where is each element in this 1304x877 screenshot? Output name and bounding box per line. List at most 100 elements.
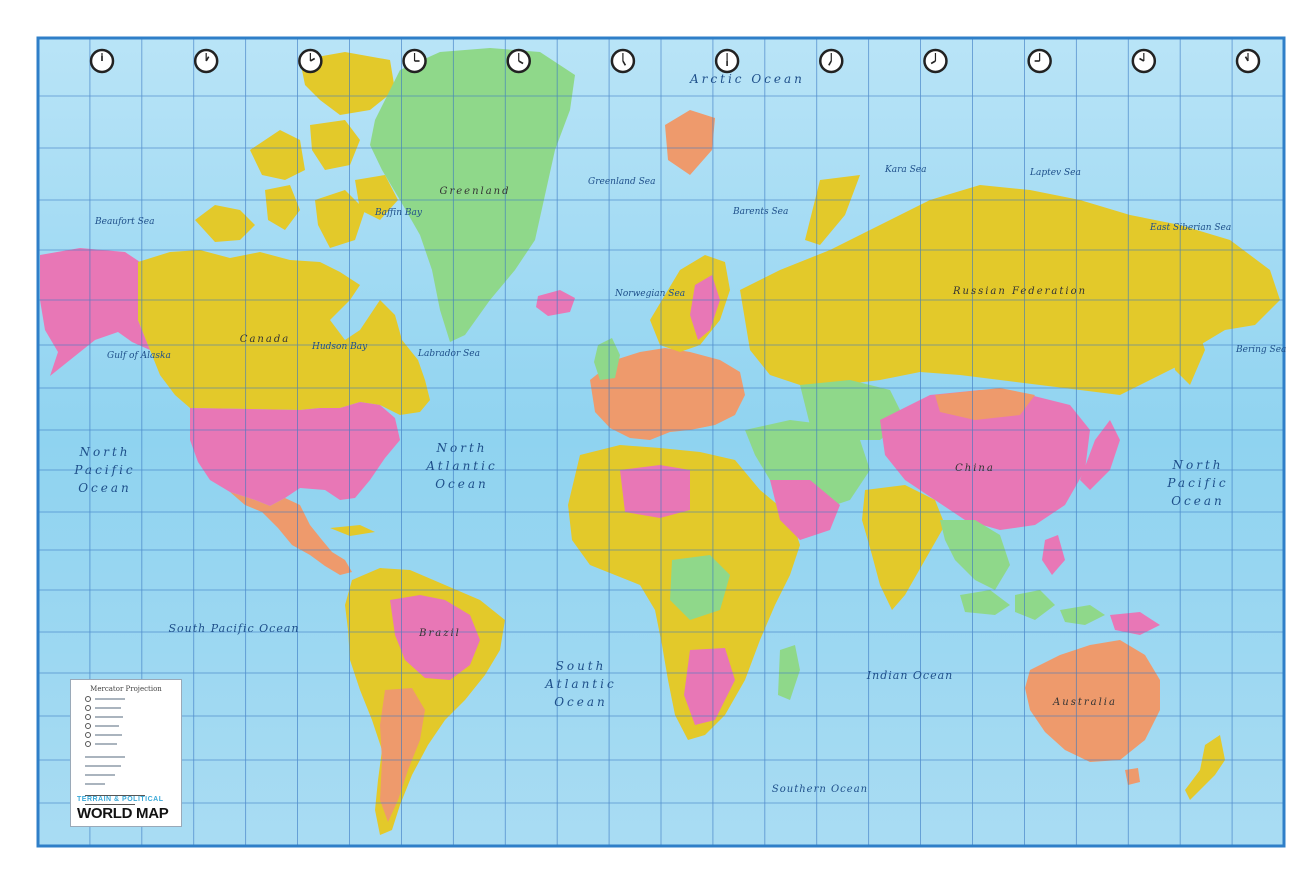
land-indonesia [960, 590, 1105, 625]
land-brazil [390, 595, 480, 680]
land-masses [40, 48, 1280, 835]
clock-icon [714, 48, 740, 74]
legend-scale-bar [85, 801, 173, 808]
legend-symbol [85, 723, 91, 729]
land-arabia [770, 480, 840, 540]
clock-icon [819, 48, 844, 74]
land-mongolia [935, 388, 1035, 420]
label-north-pacific-right-2: Pacific [1166, 476, 1228, 490]
label-south-pacific: South Pacific Ocean [169, 622, 300, 635]
land-africa-south [684, 648, 735, 725]
label-north-atlantic-2: Atlantic [425, 459, 497, 473]
label-russia: Russian Federation [952, 286, 1087, 297]
label-gulf-of-alaska: Gulf of Alaska [107, 351, 171, 361]
land-usa [190, 402, 400, 506]
land-argentina [380, 688, 425, 822]
label-southern-ocean: Southern Ocean [772, 784, 868, 795]
land-alaska [40, 248, 150, 376]
legend-row [85, 731, 173, 738]
label-south-atlantic-2: Atlantic [544, 677, 616, 691]
label-norwegian-sea: Norwegian Sea [614, 289, 685, 299]
legend-line [85, 756, 125, 758]
land-philippines [1042, 535, 1065, 575]
legend-row [85, 753, 173, 760]
country-labels: Greenland Canada Russian Federation Chin… [240, 186, 1115, 708]
land-russia [740, 185, 1280, 395]
land-uk [594, 338, 620, 380]
legend-scale-bar [85, 792, 173, 799]
legend-row [85, 704, 173, 711]
label-greenland: Greenland [439, 186, 510, 197]
land-greenland [370, 48, 575, 342]
legend-row [85, 695, 173, 702]
land-madagascar [778, 645, 800, 700]
legend-line [95, 698, 125, 700]
legend-line [95, 734, 122, 736]
label-north-atlantic-1: North [435, 441, 487, 455]
map-border [36, 36, 1286, 848]
land-central-asia [800, 380, 905, 440]
clock-icon [193, 48, 219, 74]
land-arctic-islands [195, 52, 398, 248]
legend-line [85, 765, 121, 767]
land-sweden [690, 275, 720, 340]
clock-icon [89, 48, 115, 74]
legend-line [85, 783, 105, 785]
label-arctic-ocean: Arctic Ocean [689, 72, 805, 86]
clock-icon [923, 48, 948, 74]
legend-line [95, 716, 123, 718]
land-mexico [230, 492, 352, 575]
label-labrador-sea: Labrador Sea [417, 349, 480, 359]
legend-line [85, 774, 115, 776]
land-europe [590, 348, 745, 440]
clock-hour-hand [1139, 57, 1145, 62]
label-north-pacific-left-1: North [78, 445, 130, 459]
legend-row [85, 780, 173, 787]
legend-main-title: WORLD MAP [77, 805, 169, 822]
legend-line [95, 707, 121, 709]
land-svalbard [665, 110, 715, 175]
label-brazil: Brazil [418, 628, 461, 639]
label-north-pacific-left-2: Pacific [73, 463, 135, 477]
legend-subtitle: TERRAIN & POLITICAL [77, 796, 164, 803]
legend-title: Mercator Projection [90, 685, 162, 693]
label-beaufort-sea: Beaufort Sea [94, 217, 155, 227]
land-india [862, 485, 945, 610]
label-canada: Canada [240, 334, 290, 345]
label-greenland-sea: Greenland Sea [588, 177, 655, 187]
clock-icon [506, 48, 531, 74]
label-china: China [955, 463, 995, 474]
label-laptev-sea: Laptev Sea [1029, 168, 1081, 178]
legend-row [85, 713, 173, 720]
clock-hour-hand [622, 60, 627, 66]
legend-row [85, 740, 173, 747]
clock-icon [610, 48, 636, 74]
clock-icon [1131, 48, 1157, 74]
land-se-asia [940, 520, 1010, 590]
land-japan [1080, 420, 1120, 490]
legend-row [85, 722, 173, 729]
label-north-pacific-left-3: Ocean [78, 481, 132, 495]
label-north-pacific-right-1: North [1171, 458, 1223, 472]
land-kamchatka [1170, 320, 1205, 385]
label-barents-sea: Barents Sea [732, 207, 788, 217]
legend-line [85, 804, 135, 805]
legend-row [85, 771, 173, 778]
land-australia [1025, 640, 1160, 762]
label-south-atlantic-3: Ocean [554, 695, 608, 709]
land-iceland [536, 290, 575, 316]
clock-hour-hand [930, 60, 936, 65]
time-zone-clocks [89, 48, 1261, 74]
legend-line [95, 743, 117, 745]
label-north-atlantic-3: Ocean [435, 477, 489, 491]
label-kara-sea: Kara Sea [884, 165, 926, 175]
clock-hour-hand [518, 60, 524, 65]
label-hudson-bay: Hudson Bay [311, 342, 368, 352]
label-baffin-bay: Baffin Bay [374, 208, 423, 218]
graticule [38, 38, 1284, 846]
land-tasmania [1125, 768, 1140, 785]
legend-symbol [85, 732, 91, 738]
legend-symbol [85, 696, 91, 702]
